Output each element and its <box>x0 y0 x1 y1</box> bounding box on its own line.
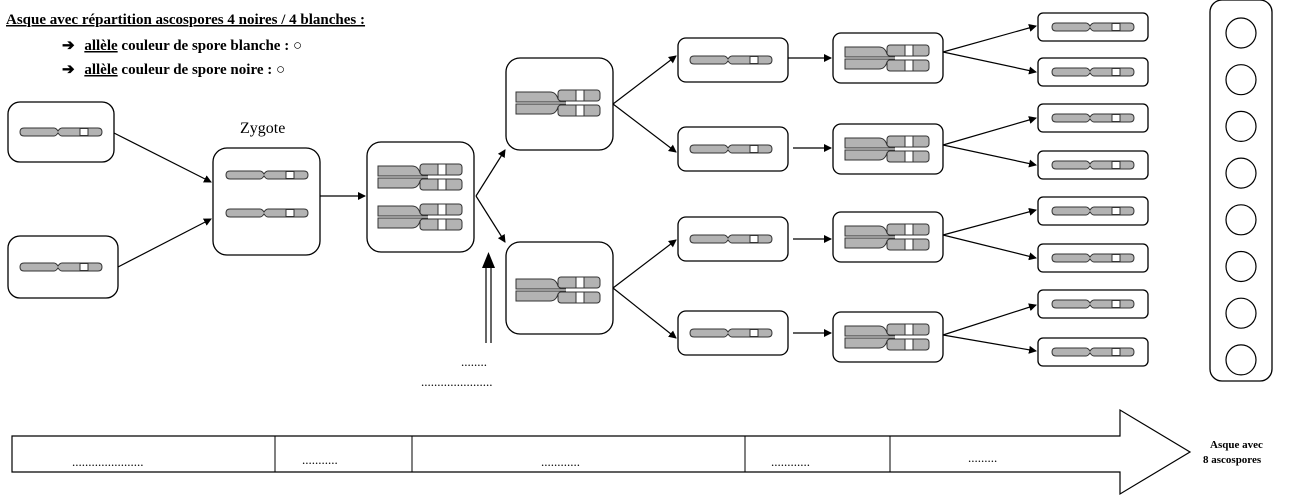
process-arrows <box>113 24 1037 354</box>
timeline-end-label-line1: Asque avec <box>1210 439 1263 451</box>
timeline-arrow <box>11 408 1192 496</box>
ascospore-3 <box>1225 110 1257 143</box>
spore-cell-6 <box>1037 243 1149 273</box>
timeline-segment-5: ......... <box>968 450 997 465</box>
meiosis2-cell <box>677 37 789 83</box>
spore-cell-1 <box>1037 12 1149 42</box>
ascus-spore-column <box>1209 0 1273 382</box>
ascospore-5 <box>1225 204 1257 236</box>
blank-label-long: ...................... <box>421 374 493 389</box>
spore-cell-2 <box>1037 57 1149 87</box>
spore-cell-4 <box>1037 150 1149 180</box>
meiosis2-cell <box>677 216 789 262</box>
ascospore-1 <box>1225 17 1257 49</box>
timeline-segment-3: ............ <box>541 454 580 469</box>
mitosis-cell <box>832 211 944 263</box>
spore-cell-3 <box>1037 103 1149 133</box>
zygote-label: Zygote <box>240 120 285 137</box>
ascospore-8 <box>1225 344 1257 376</box>
ascospore-2 <box>1225 64 1257 96</box>
meiosis1-cell-top <box>505 57 614 151</box>
ascospore-6 <box>1225 250 1257 283</box>
meiosis1-cell-bottom <box>505 241 614 335</box>
diagram-title: Asque avec répartition ascospores 4 noir… <box>6 12 365 28</box>
meiosis2-cell <box>677 310 789 356</box>
meiosis2-cell <box>677 126 789 172</box>
parent-cell-1 <box>7 101 115 163</box>
timeline-end-label-line2: 8 ascospores <box>1203 454 1262 466</box>
parent-cell-2 <box>7 235 119 299</box>
spore-cell-5 <box>1037 196 1149 226</box>
mitosis-cell <box>832 123 944 175</box>
mitosis-cell <box>832 32 944 84</box>
mitosis-cell <box>832 311 944 363</box>
timeline-segment-4: ............ <box>771 454 810 469</box>
ascospore-7 <box>1225 297 1257 329</box>
ascospore-4 <box>1225 157 1257 189</box>
timeline-segment-2: ........... <box>302 452 338 467</box>
legend-black-allele: ➔ allèle couleur de spore noire : ○ <box>62 62 285 78</box>
replicated-cell <box>366 141 475 253</box>
legend-white-allele: ➔ allèle couleur de spore blanche : ○ <box>62 38 302 54</box>
blank-label-short: ........ <box>461 354 487 369</box>
timeline-segment-1: ...................... <box>72 454 144 469</box>
zygote-cell <box>212 147 321 256</box>
spore-cell-7 <box>1037 289 1149 319</box>
spore-cell-8 <box>1037 337 1149 367</box>
event-pointer-arrow <box>482 252 495 343</box>
